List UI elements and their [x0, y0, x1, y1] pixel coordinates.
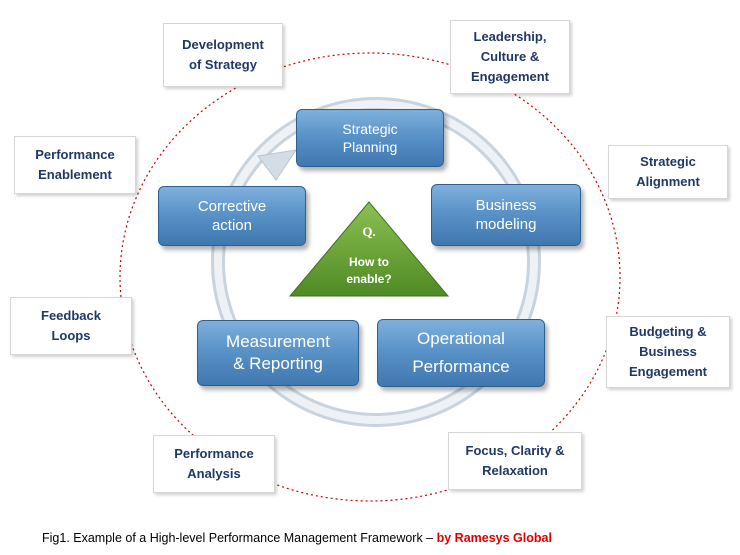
callout-performance-enablement: Performance Enablement	[14, 136, 136, 194]
caption-text: Fig1. Example of a High-level Performanc…	[42, 531, 437, 545]
callout-feedback-loops: Feedback Loops	[10, 297, 132, 355]
callout-budgeting-business: Budgeting & Business Engagement	[606, 316, 730, 388]
stage-strategic-planning: Strategic Planning	[296, 109, 444, 167]
scope-ellipse	[119, 52, 621, 502]
caption-brand: by Ramesys Global	[436, 531, 552, 545]
callout-leadership-culture: Leadership, Culture & Engagement	[450, 20, 570, 94]
callout-strategic-alignment: Strategic Alignment	[608, 145, 728, 199]
center-question: How to enable?	[346, 255, 392, 286]
callout-focus-clarity: Focus, Clarity & Relaxation	[448, 432, 582, 490]
stage-corrective-action: Corrective action	[158, 186, 306, 246]
callout-performance-analysis: Performance Analysis	[153, 435, 275, 493]
cycle-ring	[211, 97, 541, 427]
cycle-arrowhead	[257, 149, 298, 181]
figure-caption: Fig1. Example of a High-level Performanc…	[42, 531, 552, 545]
center-triangle	[288, 201, 450, 297]
stage-business-modeling: Business modeling	[431, 184, 581, 246]
callout-development-of-strategy: Development of Strategy	[163, 23, 283, 87]
center-q-label: Q.	[362, 224, 376, 239]
stage-measurement-reporting: Measurement & Reporting	[197, 320, 359, 386]
stage-operational-performance: Operational Performance	[377, 319, 545, 387]
